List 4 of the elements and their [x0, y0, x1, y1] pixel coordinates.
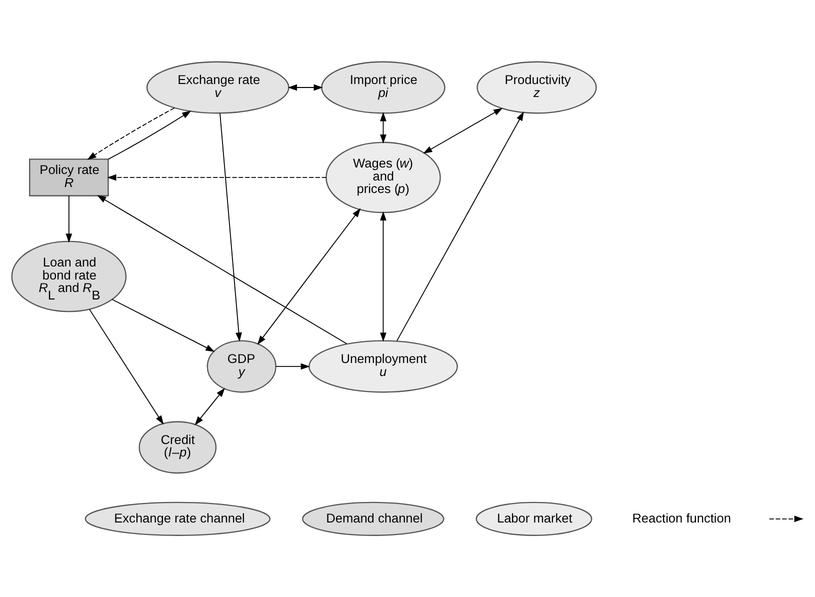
legend-label: Exchange rate channel: [114, 510, 245, 526]
legend-label: Labor market: [496, 510, 572, 526]
legend-label: Reaction function: [632, 510, 731, 526]
legend-label: Demand channel: [326, 510, 423, 526]
